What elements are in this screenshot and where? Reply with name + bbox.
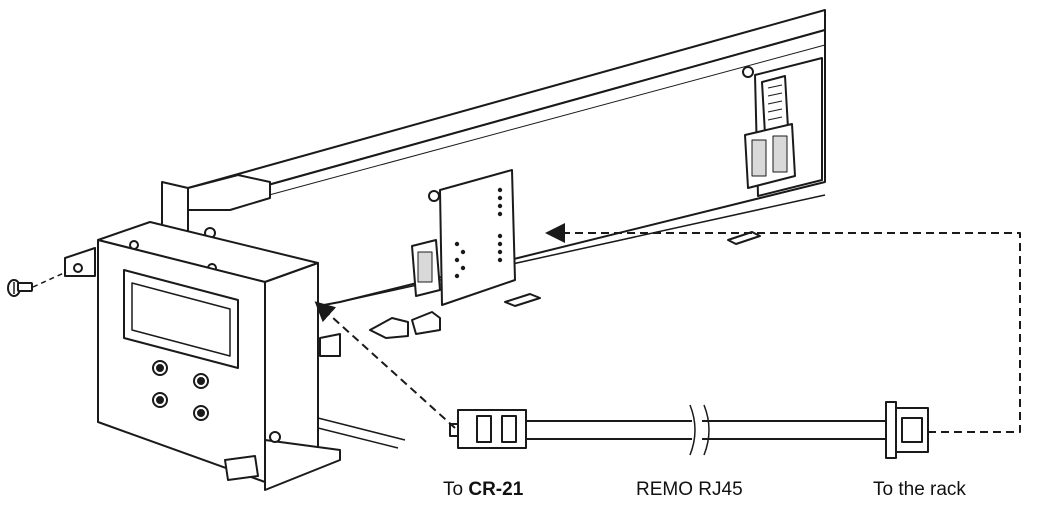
rj45-plug-cr21 bbox=[449, 409, 527, 449]
control-button-4 bbox=[193, 405, 209, 421]
unit-rear-cable bbox=[317, 417, 406, 449]
label-to-cr21-prefix: To bbox=[443, 479, 469, 500]
label-to-cr21-model: CR-21 bbox=[468, 479, 524, 500]
dashed-arrow-to-cr21 bbox=[314, 301, 456, 429]
mounting-screw bbox=[7, 279, 33, 297]
label-remo-rj45: REMO RJ45 bbox=[636, 479, 743, 500]
rail-tab-center bbox=[504, 293, 541, 307]
pcb-board-center bbox=[411, 169, 516, 306]
label-to-cr21: To CR-21 bbox=[443, 479, 523, 501]
rj45-plug-rack bbox=[885, 401, 929, 459]
cr21-control-unit bbox=[64, 221, 341, 491]
pcb-board-right bbox=[742, 57, 823, 197]
rail-tab-right bbox=[727, 231, 761, 245]
remo-rj45-cable bbox=[525, 404, 888, 456]
control-button-1 bbox=[152, 360, 168, 376]
screw-guide-line bbox=[32, 271, 67, 288]
control-button-2 bbox=[193, 373, 209, 389]
rail-clip-left bbox=[319, 311, 441, 357]
dashed-arrow-to-rack bbox=[545, 223, 1021, 433]
control-button-3 bbox=[152, 392, 168, 408]
label-to-the-rack: To the rack bbox=[873, 479, 966, 500]
